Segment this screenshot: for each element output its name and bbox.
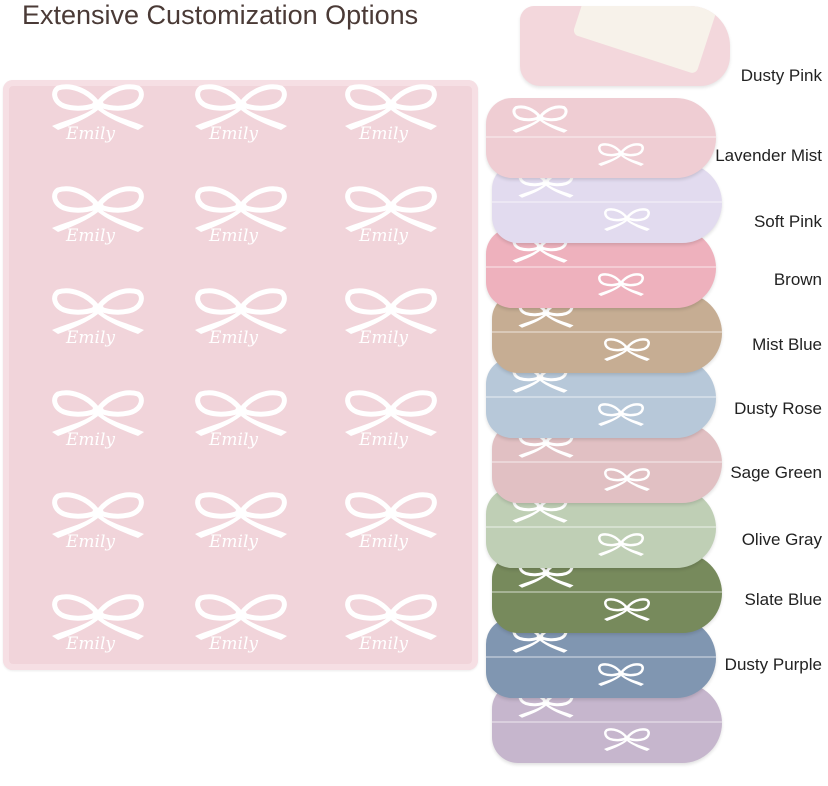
bow-motif: Emily	[191, 592, 301, 670]
name-text: Emily	[66, 532, 116, 552]
name-text: Emily	[209, 124, 259, 144]
bow-motif: Emily	[191, 286, 301, 366]
name-text: Emily	[209, 634, 259, 654]
color-label: Soft Pink	[753, 212, 822, 231]
bow-motif: Emily	[341, 490, 451, 570]
name-text: Emily	[359, 430, 409, 450]
bow-motif: Emily	[341, 82, 451, 162]
bow-motif: Emily	[341, 592, 451, 670]
bow-motif: Emily	[48, 184, 158, 264]
bow-motif: Emily	[48, 388, 158, 468]
color-label: Olive Gray	[741, 530, 822, 549]
name-text: Emily	[209, 430, 259, 450]
bow-icon	[195, 84, 287, 130]
blanket-top-fold	[520, 6, 730, 86]
bow-icon	[195, 186, 287, 232]
bow-icon	[195, 594, 287, 640]
bow-icon	[52, 186, 144, 232]
page-title: Extensive Customization Options	[22, 0, 419, 30]
bow-icon	[345, 594, 437, 640]
bow-motif: Emily	[191, 82, 301, 162]
name-text: Emily	[66, 634, 116, 654]
bow-motif: Emily	[341, 388, 451, 468]
bow-icon	[345, 288, 437, 334]
bow-motif: Emily	[48, 592, 158, 670]
bow-icon	[195, 288, 287, 334]
bow-icon	[52, 492, 144, 538]
color-label: Dusty Rose	[734, 399, 822, 418]
color-label: Dusty Pink	[740, 66, 822, 85]
fleece-backing	[572, 6, 718, 75]
name-text: Emily	[359, 328, 409, 348]
name-text: Emily	[209, 328, 259, 348]
bow-motif: Emily	[48, 490, 158, 570]
bow-motif: Emily	[341, 286, 451, 366]
name-text: Emily	[209, 226, 259, 246]
bow-motif: Emily	[191, 388, 301, 468]
bow-icon	[52, 390, 144, 436]
name-text: Emily	[359, 124, 409, 144]
color-label: Slate Blue	[744, 590, 823, 609]
bow-icon	[52, 84, 144, 130]
bow-icon	[52, 594, 144, 640]
bow-motif: Emily	[48, 286, 158, 366]
color-label: Sage Green	[730, 463, 822, 482]
color-label: Dusty Purple	[724, 655, 822, 674]
bow-icon	[345, 390, 437, 436]
bow-icon	[52, 288, 144, 334]
name-text: Emily	[359, 226, 409, 246]
folded-blanket-swatch	[486, 98, 716, 178]
name-text: Emily	[66, 124, 116, 144]
bow-motif: Emily	[341, 184, 451, 264]
color-label: Brown	[773, 270, 822, 289]
name-text: Emily	[359, 532, 409, 552]
bow-icon	[345, 186, 437, 232]
bow-icon	[345, 492, 437, 538]
bow-motif: Emily	[191, 490, 301, 570]
name-text: Emily	[359, 634, 409, 654]
bow-icon	[195, 390, 287, 436]
name-text: Emily	[209, 532, 259, 552]
color-label: Lavender Mist	[715, 146, 822, 165]
color-label: Mist Blue	[752, 335, 822, 354]
name-text: Emily	[66, 328, 116, 348]
bow-motif: Emily	[48, 82, 158, 162]
bow-icon	[195, 492, 287, 538]
name-text: Emily	[66, 226, 116, 246]
bow-icon	[345, 84, 437, 130]
name-text: Emily	[66, 430, 116, 450]
bow-motif: Emily	[191, 184, 301, 264]
